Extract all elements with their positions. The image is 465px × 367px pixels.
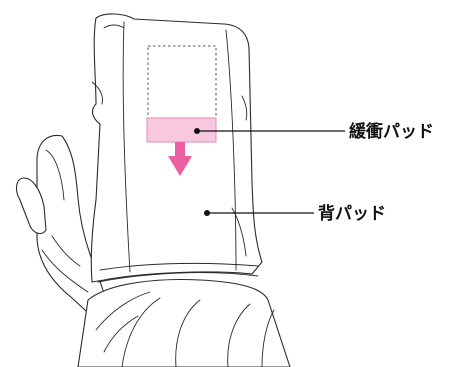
cushion-pad-label: 緩衝パッド: [349, 121, 434, 142]
pad-insertion-area: [147, 45, 217, 121]
back-pad-label: 背パッド: [318, 203, 386, 224]
cushion-pad: [146, 117, 217, 143]
callout-back-pad: 背パッド: [204, 203, 386, 224]
arrow-down-icon: [168, 142, 192, 176]
callout-cushion-pad: 緩衝パッド: [194, 121, 434, 142]
seat-cushion: [77, 279, 291, 367]
